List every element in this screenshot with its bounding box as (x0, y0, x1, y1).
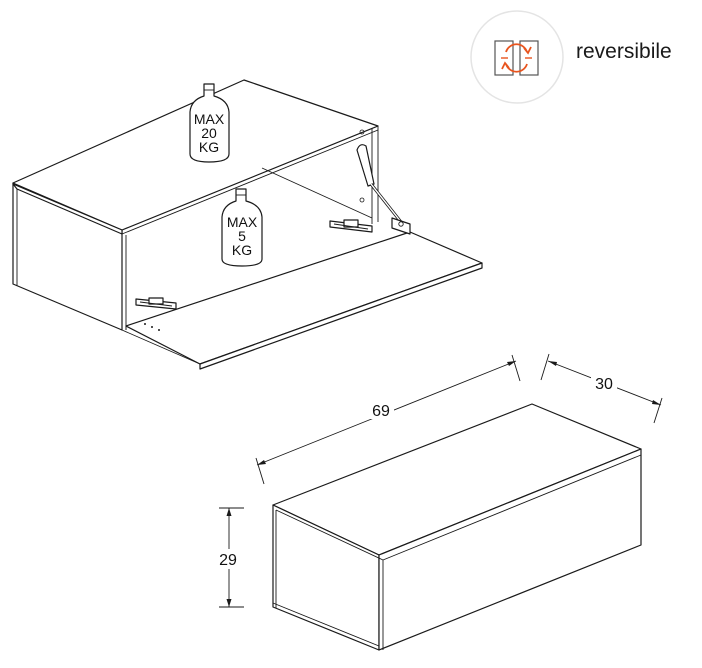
weight-bottle-top: MAX 20 KG (189, 83, 230, 163)
hinge-left (135, 297, 177, 310)
cabinet-top-edge (12, 183, 123, 235)
weight-shelf-line3: KG (232, 242, 252, 258)
weight-bottle-shelf: MAX 5 KG (221, 188, 263, 267)
closed-cabinet (272, 403, 642, 651)
weight-shelf-line2: 5 (238, 228, 246, 244)
gas-strut (356, 144, 411, 235)
badge-ring (470, 10, 564, 104)
weight-shelf-line1: MAX (227, 214, 258, 230)
weight-top-line3: KG (199, 139, 219, 155)
dimension-width-label: 69 (372, 403, 390, 420)
cabinet-flap-door (125, 231, 483, 365)
dimension-height-label: 29 (219, 552, 237, 569)
hinge-right (329, 219, 373, 233)
closed-front-face (378, 448, 642, 651)
reversible-rotate-icon (494, 40, 539, 76)
dimension-width: 69 (255, 354, 521, 485)
weight-top-line2: 20 (201, 125, 217, 141)
reversible-badge (470, 10, 564, 104)
reversible-label: reversibile (576, 40, 672, 63)
weight-top-line1: MAX (194, 111, 225, 127)
cabinet-flap-edge (199, 262, 483, 370)
dimension-height: 29 (214, 507, 244, 608)
dimension-depth-label: 30 (595, 376, 613, 393)
dimension-depth: 30 (540, 353, 663, 424)
